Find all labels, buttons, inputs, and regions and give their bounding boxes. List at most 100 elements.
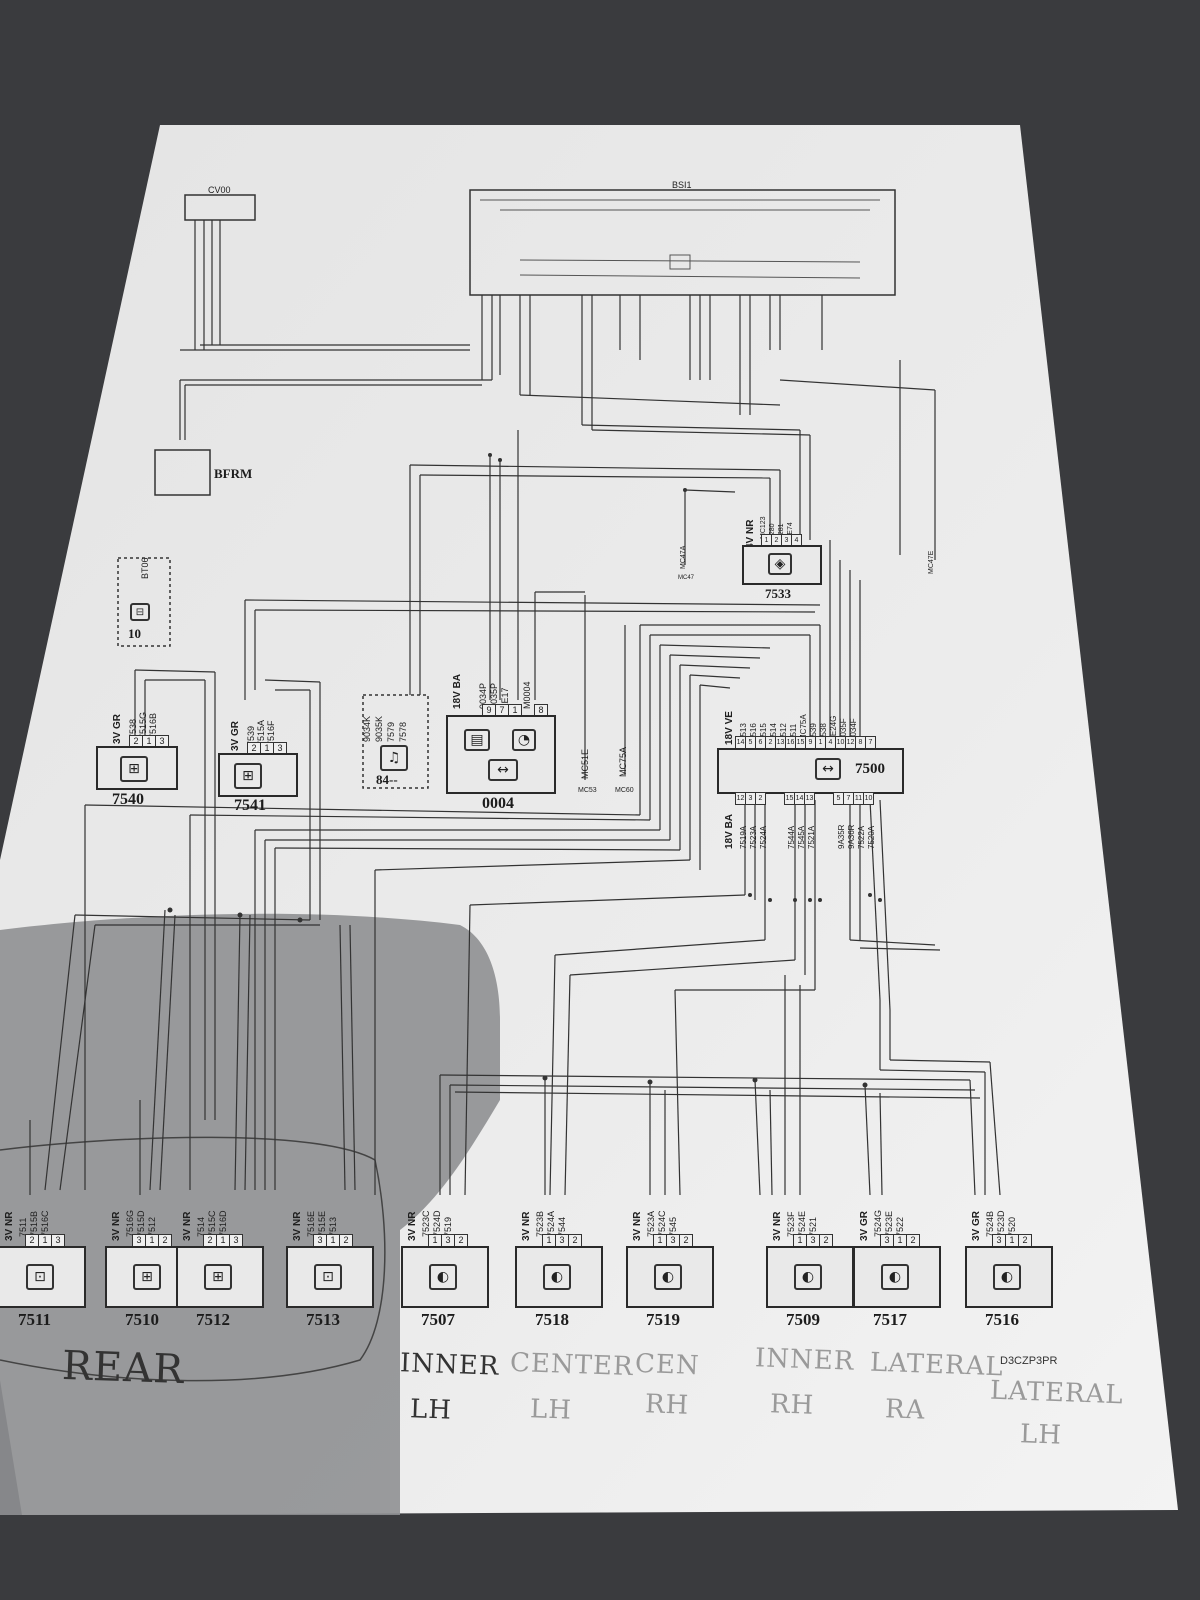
pin: 2 <box>755 792 766 805</box>
pin: 2 <box>339 1234 353 1247</box>
7500-bottom-wire: 7524A <box>759 825 768 849</box>
note-lateral-lh-2: LH <box>1019 1419 1063 1451</box>
note-lateral-ra-2: RA <box>884 1394 926 1426</box>
7541-pins: 2 1 3 <box>247 742 287 755</box>
speaker-label: 7509 <box>786 1310 820 1329</box>
pin: 3 <box>229 1234 243 1247</box>
speaker-label: 7510 <box>125 1310 159 1329</box>
mc47e-label: MC47E <box>928 550 935 574</box>
woofer-icon: ⊞ <box>204 1264 232 1290</box>
speaker-box: ◐ <box>515 1246 603 1308</box>
7500-bottom-wire: 7521A <box>807 825 816 849</box>
note-inner-rh-2: RH <box>769 1389 815 1421</box>
note-cen-rh-1: CEN <box>634 1348 701 1382</box>
c10-label: 10 <box>128 626 141 641</box>
speaker-icon: ◐ <box>881 1264 909 1290</box>
bfrm-box <box>154 449 211 496</box>
7500-bottom-wire: 7545A <box>797 825 806 849</box>
connector-label: 3V NR <box>292 1211 303 1241</box>
note-lateral-ra-1: LATERAL <box>869 1347 1005 1383</box>
speaker-label: 7518 <box>535 1310 569 1329</box>
connector-label: 3V NR <box>182 1211 193 1241</box>
diagram-code: D3CZP3PR <box>1000 1355 1058 1367</box>
bfrm-label: BFRM <box>214 466 253 481</box>
speaker-label: 7517 <box>873 1310 907 1329</box>
0004-connector: 18V BA <box>452 673 463 709</box>
7540-box: ⊞ <box>96 746 178 790</box>
84-label: 84-- <box>376 772 398 787</box>
speaker-label: 7516 <box>985 1310 1019 1329</box>
7540-connector: 3V GR <box>112 713 123 744</box>
note-cen-rh-2: RH <box>644 1389 690 1421</box>
speaker-box: ◐ <box>965 1246 1053 1308</box>
connector-label: 3V NR <box>111 1211 122 1241</box>
speaker-icon: ◐ <box>654 1264 682 1290</box>
mc60-label: MC60 <box>615 787 634 794</box>
mc47a-wire: MC47A <box>680 545 687 569</box>
speaker-label: 7511 <box>18 1310 52 1329</box>
7500-bottom-wire: 9A35R <box>837 824 846 849</box>
7533-box: ◈ <box>742 545 822 585</box>
mc75a-wire: MC75A <box>618 746 628 777</box>
music-icon: ♫ <box>380 745 408 771</box>
note-rear: REAR <box>61 1342 186 1394</box>
pin: 10 <box>863 792 874 805</box>
7541-box: ⊞ <box>218 753 298 797</box>
connector-label: 3V GR <box>971 1210 982 1241</box>
pin: 2 <box>568 1234 582 1247</box>
7500-bottom-wire: 7520A <box>867 825 876 849</box>
84-wire-2: 9035K <box>374 715 384 742</box>
0004-label: 0004 <box>482 795 514 812</box>
7500-bottom-wire: 9A36R <box>847 824 856 849</box>
0004-box: ▤ ◔ ↔ <box>446 715 556 794</box>
7500-bottom-connector: 18V BA <box>724 813 735 849</box>
tweeter-icon: ⊡ <box>26 1264 54 1290</box>
7533-label: 7533 <box>765 586 791 601</box>
connector-label: 3V NR <box>632 1211 643 1241</box>
7540-pins: 2 1 3 <box>129 735 169 748</box>
84-wire-1: 9034K <box>362 715 372 742</box>
speaker-box: ⊡ <box>286 1246 374 1308</box>
cv00-label: CV00 <box>208 185 231 195</box>
speaker-icon: ◐ <box>794 1264 822 1290</box>
sensor-icon: ⊞ <box>234 763 262 789</box>
rear-circle <box>0 1136 386 1382</box>
7500-bottom-wire: 7523A <box>749 825 758 849</box>
speaker-icon: ◐ <box>429 1264 457 1290</box>
bt06-label: BT06 <box>140 557 150 579</box>
7500-top-connector: 18V VE <box>724 711 735 745</box>
mc47-label: MC47 <box>678 575 695 581</box>
speaker-label: 7507 <box>421 1310 455 1329</box>
connector-label: 3V NR <box>521 1211 532 1241</box>
7541-connector: 3V GR <box>230 720 241 751</box>
7541-label: 7541 <box>234 797 266 814</box>
wire-label: 7524G <box>873 1209 883 1237</box>
connector-label: 3V NR <box>772 1211 783 1241</box>
wire-label: 7516G <box>125 1209 135 1237</box>
speaker-box: ◐ <box>401 1246 489 1308</box>
bt06-box <box>117 557 171 647</box>
7500-bottom-wire: 7544A <box>787 825 796 849</box>
pin: 13 <box>804 792 815 805</box>
box-84 <box>362 694 429 789</box>
speaker-box: ◐ <box>853 1246 941 1308</box>
note-lateral-lh-1: LATERAL <box>989 1375 1125 1411</box>
speaker-box: ◐ <box>766 1246 854 1308</box>
speaker-icon: ◐ <box>993 1264 1021 1290</box>
speaker-label: 7512 <box>196 1310 230 1329</box>
connector-label: 3V NR <box>407 1211 418 1241</box>
cv00-box <box>184 194 256 221</box>
wiring <box>29 220 1001 1196</box>
speaker-box: ⊡ <box>0 1246 86 1308</box>
note-inner-lh-2: LH <box>409 1394 453 1426</box>
7500-box: ↔ 7500 <box>717 748 904 794</box>
84-wire-4: 7578 <box>398 721 408 742</box>
7500-bottom-wire: 7522A <box>857 825 866 849</box>
amplifier-icon: ↔ <box>815 758 841 780</box>
mc53-label: MC53 <box>578 787 597 794</box>
note-inner-rh-1: INNER <box>754 1343 855 1377</box>
arrows-icon: ↔ <box>488 759 518 781</box>
7500-label: 7500 <box>855 761 885 777</box>
